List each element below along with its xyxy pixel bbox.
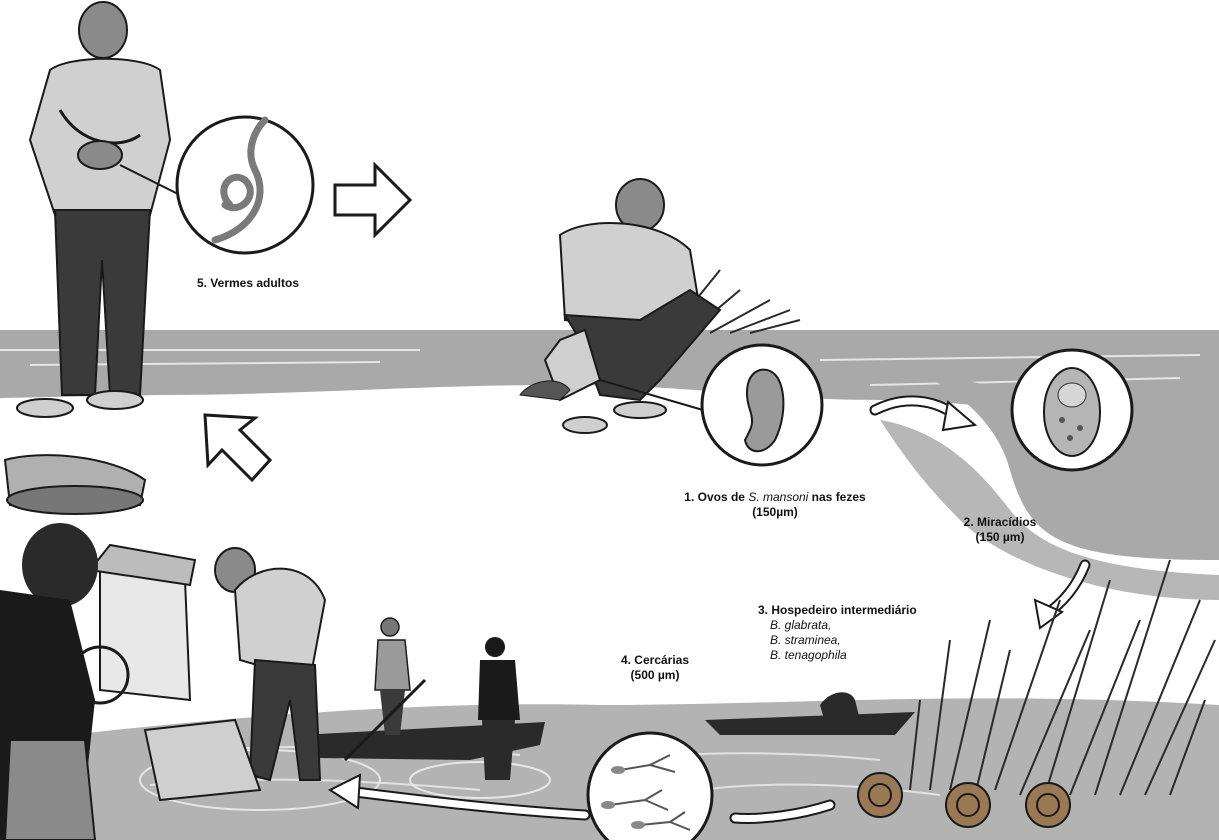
man-crouching-figure bbox=[520, 179, 720, 433]
stage2-title: 2. Miracídios bbox=[945, 515, 1055, 530]
stage2-size: (150 µm) bbox=[945, 530, 1055, 545]
stage1-prefix: 1. Ovos de bbox=[684, 490, 748, 504]
hut bbox=[100, 570, 190, 700]
label-stage-2: 2. Miracídios (150 µm) bbox=[945, 515, 1055, 545]
stage3-species-3: B. tenagophila bbox=[758, 648, 917, 663]
label-stage-4: 4. Cercárias (500 µm) bbox=[600, 653, 710, 683]
label-stage-1: 1. Ovos de S. mansoni nas fezes (150µm) bbox=[655, 490, 895, 520]
stage3-title: 3. Hospedeiro intermediário bbox=[758, 603, 917, 618]
stage1-suffix: nas fezes bbox=[808, 490, 865, 504]
arrow-right-outline bbox=[335, 165, 410, 235]
label-stage-3: 3. Hospedeiro intermediário B. glabrata,… bbox=[758, 603, 917, 663]
miracidium-icon bbox=[1044, 368, 1100, 456]
stage3-species-1: B. glabrata, bbox=[758, 618, 917, 633]
arrow-up-left-outline bbox=[205, 415, 270, 480]
stage4-size: (500 µm) bbox=[600, 668, 710, 683]
stage5-title: 5. Vermes adultos bbox=[197, 276, 299, 290]
stage4-title: 4. Cercárias bbox=[600, 653, 710, 668]
stage1-species: S. mansoni bbox=[748, 490, 808, 504]
stage3-species-2: B. straminea, bbox=[758, 633, 917, 648]
stage1-size: (150µm) bbox=[655, 505, 895, 520]
label-stage-5: 5. Vermes adultos bbox=[168, 276, 328, 291]
